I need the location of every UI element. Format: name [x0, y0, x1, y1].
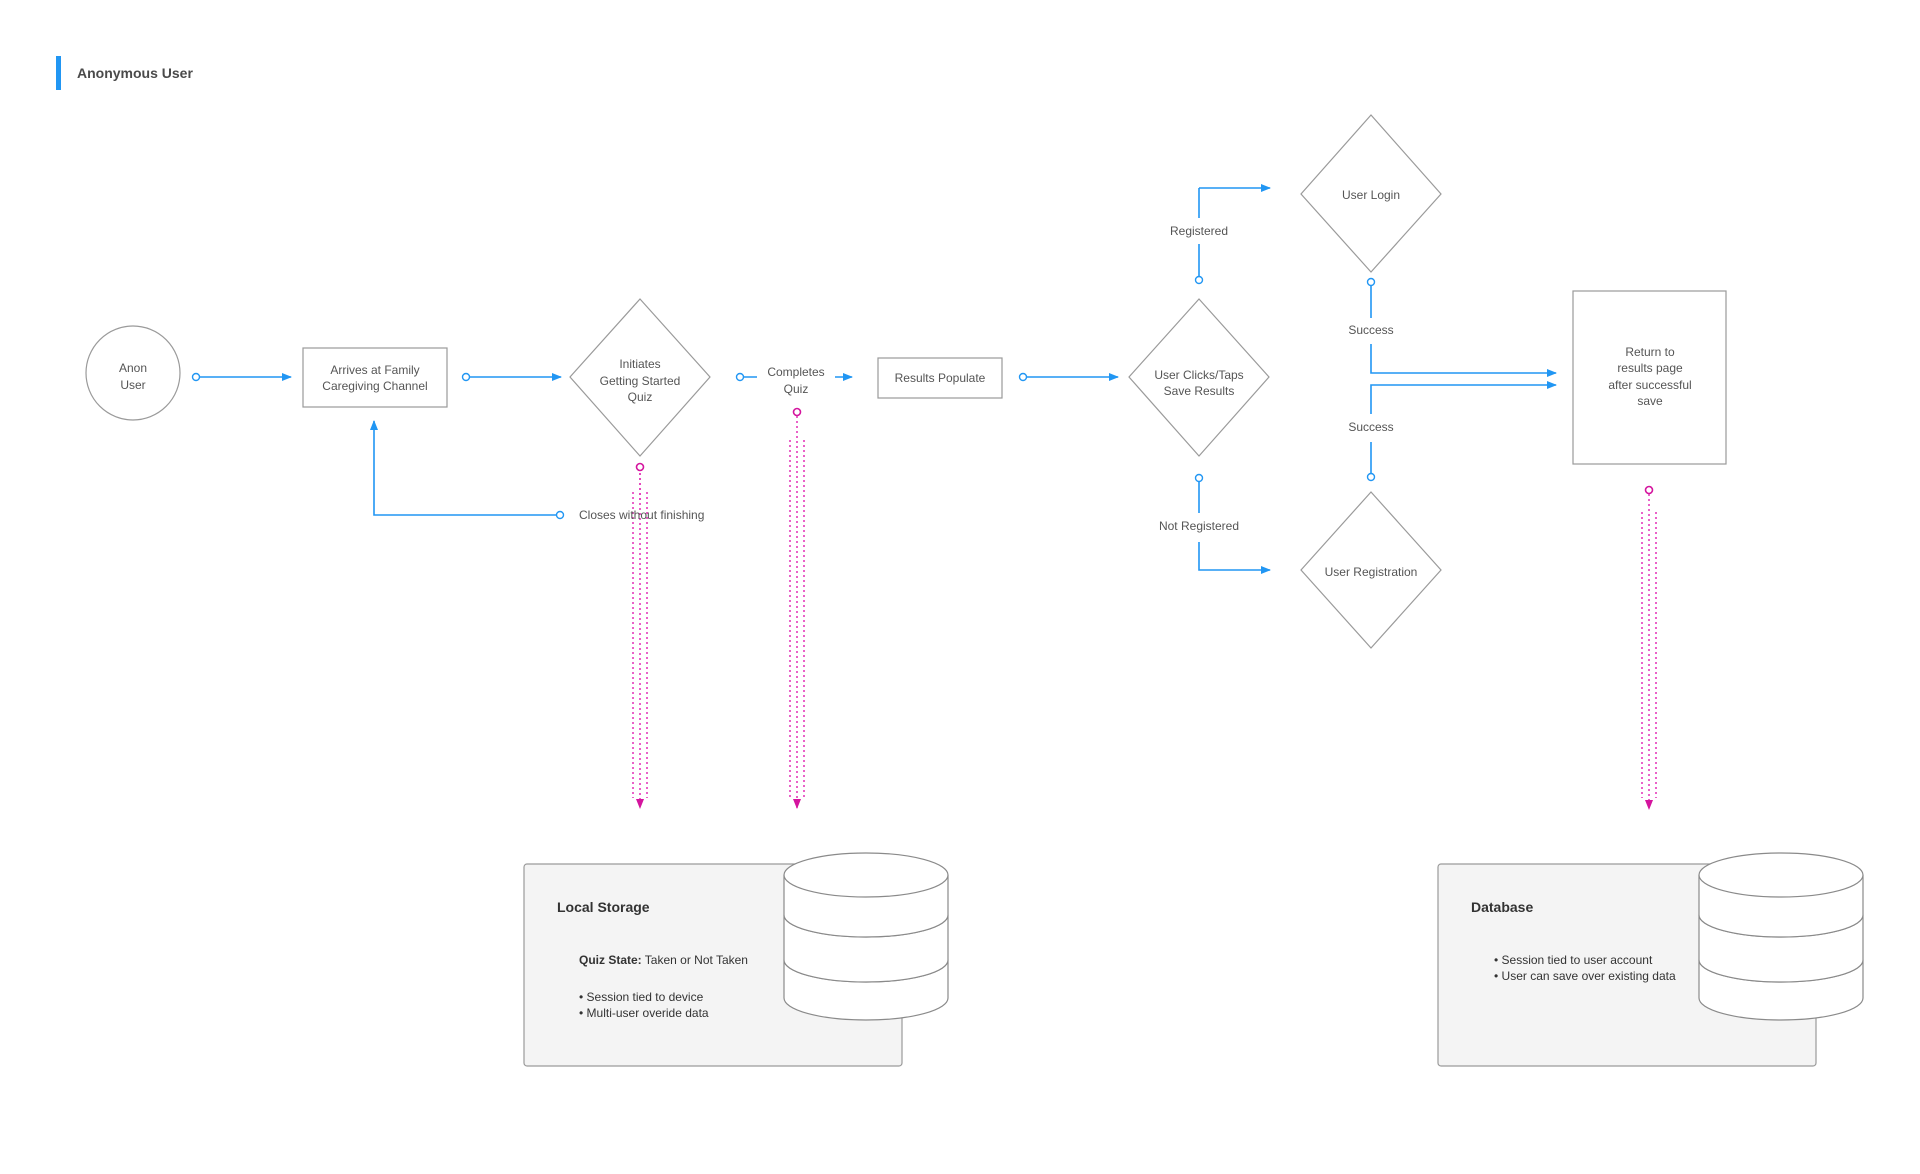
- local-storage-bullet: • Multi-user overide data: [579, 1006, 709, 1020]
- completes-quiz-node: Completes Quiz: [767, 365, 824, 396]
- registered-label: Registered: [1170, 224, 1228, 238]
- database-cylinder-icon: [1698, 852, 1864, 1021]
- local-storage-bullet: • Session tied to device: [579, 990, 704, 1004]
- initiates-quiz-line-1: Initiates: [619, 357, 660, 371]
- user-login-label: User Login: [1342, 188, 1400, 202]
- results-populate-node: Results Populate: [877, 357, 1003, 399]
- anon-user-node: Anon User: [85, 325, 181, 421]
- database-cylinder-icon: [783, 852, 949, 1021]
- quiz-state-text: Quiz State: Taken or Not Taken: [579, 953, 748, 967]
- registration-success-label: Success: [1348, 420, 1393, 434]
- not-registered-label: Not Registered: [1159, 519, 1239, 533]
- anon-user-line-1: Anon: [119, 361, 147, 375]
- database-title: Database: [1471, 899, 1533, 915]
- user-login-node: User Login: [1300, 114, 1442, 273]
- results-populate-label: Results Populate: [895, 371, 986, 385]
- anon-user-line-2: User: [120, 378, 145, 392]
- local-storage-title: Local Storage: [557, 899, 650, 915]
- database-bullet: • Session tied to user account: [1494, 953, 1653, 967]
- completes-quiz-line-1: Completes: [767, 365, 824, 379]
- arrives-line-2: Caregiving Channel: [322, 379, 427, 393]
- save-results-line-2: Save Results: [1164, 384, 1235, 398]
- user-registration-node: User Registration: [1300, 491, 1442, 649]
- title-accent-bar: [56, 56, 61, 90]
- return-results-line-4: save: [1637, 394, 1663, 408]
- quiz-state-label: Quiz State:: [579, 953, 642, 967]
- return-results-line-3: after successful: [1608, 378, 1691, 392]
- initiates-quiz-line-2: Getting Started: [600, 374, 681, 388]
- arrives-line-1: Arrives at Family: [330, 363, 419, 377]
- page-title: Anonymous User: [77, 65, 193, 81]
- flow-connectors: [191, 184, 1557, 574]
- login-success-label: Success: [1348, 323, 1393, 337]
- completes-quiz-line-2: Quiz: [784, 382, 809, 396]
- return-results-line-2: results page: [1617, 361, 1683, 375]
- arrives-node: Arrives at Family Caregiving Channel: [302, 347, 448, 408]
- closes-without-finishing-label: Closes without finishing: [579, 508, 704, 522]
- initiates-quiz-node: Initiates Getting Started Quiz: [569, 298, 711, 457]
- save-results-node: User Clicks/Taps Save Results: [1128, 298, 1270, 457]
- return-results-line-1: Return to: [1625, 345, 1675, 359]
- storage-connectors: [632, 407, 1657, 810]
- return-results-node: Return to results page after successful …: [1572, 290, 1727, 465]
- quiz-state-value: Taken or Not Taken: [642, 953, 748, 967]
- save-results-line-1: User Clicks/Taps: [1154, 368, 1243, 382]
- initiates-quiz-line-3: Quiz: [628, 390, 653, 404]
- database-bullet: • User can save over existing data: [1494, 969, 1676, 983]
- user-registration-label: User Registration: [1325, 565, 1418, 579]
